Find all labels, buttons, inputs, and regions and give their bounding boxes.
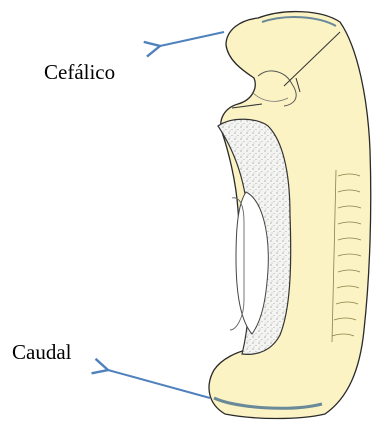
cephalic-arrow bbox=[160, 32, 224, 46]
cephalic-label: Cefálico bbox=[44, 62, 115, 83]
caudal-label: Caudal bbox=[12, 342, 71, 363]
caudal-arrow bbox=[108, 370, 210, 398]
